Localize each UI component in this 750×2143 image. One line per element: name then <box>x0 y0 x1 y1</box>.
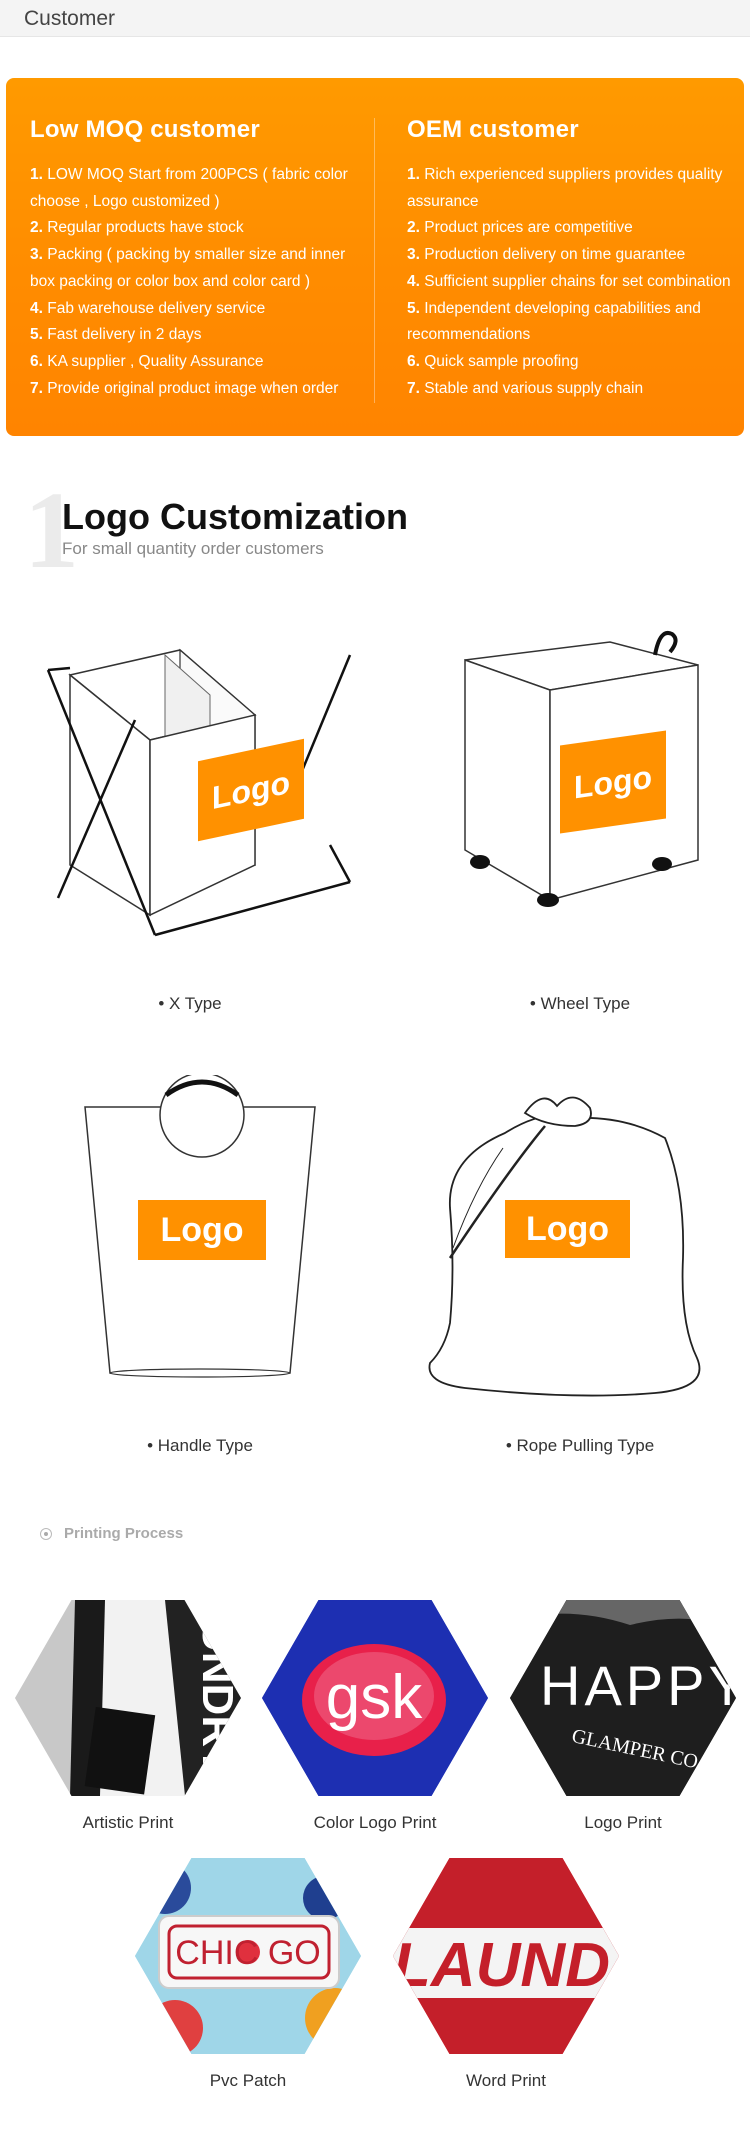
low-moq-item-text: KA supplier , Quality Assurance <box>47 352 264 370</box>
oem-item-number: 7. <box>407 379 425 397</box>
low-moq-item-text: LOW MOQ Start from 200PCS ( fabric color <box>47 166 348 183</box>
oem-item-text: Production delivery on time guarantee <box>424 246 686 264</box>
low-moq-item-number: 1. <box>30 166 48 183</box>
oem-item: 4. Sufficient supplier chains for set co… <box>407 269 737 296</box>
artistic-print-caption: Artistic Print <box>82 1813 174 1832</box>
low-moq-item: 1. LOW MOQ Start from 200PCS ( fabric co… <box>30 162 370 189</box>
low-moq-item: 6. KA supplier , Quality Assurance <box>30 349 370 376</box>
oem-title: OEM customer <box>407 116 579 143</box>
handle-type-logo: Logo <box>138 1200 266 1260</box>
section-title: Logo Customization <box>62 496 408 537</box>
rope-pulling-bag: Logo <box>425 1088 715 1408</box>
x-type-caption: • X Type <box>158 994 222 1013</box>
top-bar: Customer <box>0 0 750 37</box>
low-moq-item-number: 2. <box>30 219 48 237</box>
low-moq-item-text: choose , Logo customized ) <box>30 192 220 210</box>
logo-print-caption: Logo Print <box>584 1813 662 1832</box>
oem-item-text: Product prices are competitive <box>424 219 633 237</box>
low-moq-item: 3. Packing ( packing by smaller size and… <box>30 242 370 269</box>
low-moq-item: box packing or color box and color card … <box>30 269 370 296</box>
top-bar-title: Customer <box>24 7 116 30</box>
word-print-text: LAUND <box>393 1931 610 2000</box>
logo-customization-header: 1 Logo Customization For small quantity … <box>24 469 724 591</box>
low-moq-item-text: Provide original product image when orde… <box>47 379 339 397</box>
oem-item: 5. Independent developing capabilities a… <box>407 296 737 323</box>
radio-dot-icon <box>40 1527 52 1540</box>
printing-process-heading: Printing Process <box>40 1525 183 1542</box>
low-moq-title: Low MOQ customer <box>30 116 260 143</box>
low-moq-list: 1. LOW MOQ Start from 200PCS ( fabric co… <box>30 162 370 402</box>
oem-item: 3. Production delivery on time guarantee <box>407 242 737 269</box>
oem-item-number: 3. <box>407 246 425 264</box>
customer-types-panel: Low MOQ customer 1. LOW MOQ Start from 2… <box>6 78 744 436</box>
artistic-print-text: UNDRY <box>193 1620 241 1775</box>
oem-item: 7. Stable and various supply chain <box>407 376 737 403</box>
low-moq-column: Low MOQ customer 1. LOW MOQ Start from 2… <box>30 116 370 402</box>
section-subtitle: For small quantity order customers <box>62 539 324 558</box>
logo-print-text: HAPPY <box>540 1654 736 1717</box>
x-type-basket: Logo <box>40 620 360 960</box>
wheel-type-caption: • Wheel Type <box>529 994 631 1013</box>
section-number: 1 <box>24 469 79 591</box>
low-moq-item-text: Fast delivery in 2 days <box>47 326 202 344</box>
low-moq-item-text: Fab warehouse delivery service <box>47 299 266 317</box>
color-logo-print-caption: Color Logo Print <box>313 1813 437 1832</box>
low-moq-item: 4. Fab warehouse delivery service <box>30 296 370 323</box>
low-moq-item: 5. Fast delivery in 2 days <box>30 322 370 349</box>
pvc-patch-image: CHIC GO <box>135 1858 361 2054</box>
artistic-print-photo: UNDRY <box>15 1600 241 1796</box>
oem-item-text: Rich experienced suppliers provides qual… <box>424 166 723 183</box>
oem-column: OEM customer 1. Rich experienced supplie… <box>407 116 737 402</box>
low-moq-item-text: Packing ( packing by smaller size and in… <box>47 246 346 264</box>
low-moq-item-number: 7. <box>30 379 48 397</box>
oem-item-number: 2. <box>407 219 425 237</box>
low-moq-item: 2. Regular products have stock <box>30 215 370 242</box>
column-divider <box>374 118 375 403</box>
oem-item: assurance <box>407 189 737 216</box>
low-moq-item-number: 3. <box>30 246 48 264</box>
oem-item: 6. Quick sample proofing <box>407 349 737 376</box>
oem-item-text: Sufficient supplier chains for set combi… <box>424 272 731 290</box>
pvc-patch-text: CHIC GO <box>175 1934 320 1972</box>
oem-list: 1. Rich experienced suppliers provides q… <box>407 162 737 402</box>
logo-print-image: HAPPY GLAMPER CO. <box>510 1600 736 1796</box>
printing-process-title: Printing Process <box>64 1525 184 1542</box>
pvc-patch-photo: CHIC GO <box>135 1858 361 2054</box>
color-logo-print-image: gsk <box>262 1600 488 1796</box>
rope-pulling-logo: Logo <box>505 1200 630 1258</box>
low-moq-item-text: box packing or color box and color card … <box>30 272 311 290</box>
word-print-image: LAUND <box>393 1858 619 2054</box>
wheel-type-logo: Logo <box>560 730 666 834</box>
oem-item: 1. Rich experienced suppliers provides q… <box>407 162 737 189</box>
oem-item-text: Independent developing capabilities and <box>424 299 701 317</box>
low-moq-item: 7. Provide original product image when o… <box>30 376 370 403</box>
wheel-type-basket: Logo <box>440 620 710 910</box>
oem-item-number: 4. <box>407 272 425 290</box>
low-moq-item-number: 5. <box>30 326 48 344</box>
oem-item: 2. Product prices are competitive <box>407 215 737 242</box>
handle-type-caption: • Handle Type <box>147 1436 253 1455</box>
artistic-print-image: UNDRY <box>15 1600 241 1796</box>
oem-item-text: assurance <box>407 192 479 210</box>
color-logo-print-text: gsk <box>326 1663 423 1732</box>
oem-item: recommendations <box>407 322 737 349</box>
low-moq-item-number: 4. <box>30 299 48 317</box>
oem-item-text: Stable and various supply chain <box>424 379 644 397</box>
handle-type-basket: Logo <box>80 1072 320 1385</box>
oem-item-text: Quick sample proofing <box>424 352 579 370</box>
word-print-caption: Word Print <box>466 2071 546 2090</box>
rope-pulling-caption: • Rope Pulling Type <box>505 1436 655 1455</box>
low-moq-item: choose , Logo customized ) <box>30 189 370 216</box>
low-moq-item-text: Regular products have stock <box>47 219 244 237</box>
color-logo-print-photo: gsk <box>262 1600 488 1796</box>
oem-item-number: 1. <box>407 166 425 183</box>
low-moq-item-number: 6. <box>30 352 48 370</box>
logo-print-photo: HAPPY GLAMPER CO. <box>510 1600 736 1796</box>
oem-item-number: 6. <box>407 352 425 370</box>
pvc-patch-caption: Pvc Patch <box>209 2071 287 2090</box>
oem-item-text: recommendations <box>407 326 531 344</box>
word-print-photo: LAUND <box>393 1858 619 2054</box>
oem-item-number: 5. <box>407 299 425 317</box>
